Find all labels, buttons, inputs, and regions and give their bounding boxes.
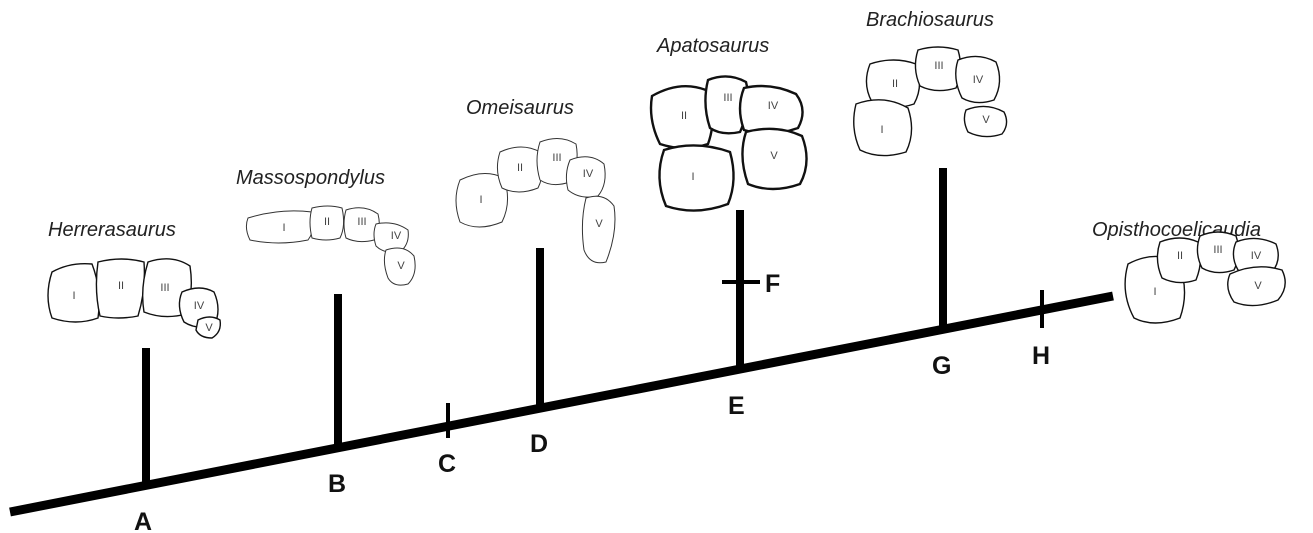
taxon-label-omeisaurus: Omeisaurus <box>466 97 574 119</box>
digit-label: I <box>880 124 883 136</box>
taxon-label-apatosaurus: Apatosaurus <box>656 35 769 57</box>
node-label-e: E <box>728 392 745 420</box>
node-label-b: B <box>328 470 346 498</box>
taxon-label-massospondylus: Massospondylus <box>236 167 385 189</box>
digit-label: II <box>118 280 124 292</box>
manus-brachiosaurus: I II III IV V <box>854 47 1007 156</box>
digit-label: I <box>1153 286 1156 298</box>
manus-massospondylus: I II III IV V <box>246 206 415 285</box>
manus-opisthocoelicaudia: I II III IV V <box>1125 232 1285 323</box>
node-label-a: A <box>134 508 152 533</box>
digit-label: V <box>770 150 778 162</box>
node-label-g: G <box>932 352 951 380</box>
node-label-f: F <box>765 270 780 298</box>
manus-omeisaurus: I II III IV V <box>456 138 615 262</box>
digit-label: II <box>681 110 687 122</box>
digit-label: V <box>982 114 990 126</box>
digit-label: III <box>357 216 366 228</box>
digit-label: V <box>205 322 213 334</box>
taxon-label-herrerasaurus: Herrerasaurus <box>48 219 176 241</box>
manus-herrerasaurus: I II III IV V <box>48 259 220 338</box>
node-label-c: C <box>438 450 456 478</box>
digit-label: V <box>595 218 603 230</box>
digit-label: III <box>160 282 169 294</box>
digit-label: II <box>517 162 523 174</box>
digit-label: I <box>691 171 694 183</box>
digit-label: II <box>324 216 330 228</box>
node-label-h: H <box>1032 342 1050 370</box>
digit-label: II <box>892 78 898 90</box>
metacarpal-i <box>659 145 733 210</box>
digit-label: III <box>552 152 561 164</box>
digit-label: III <box>934 60 943 72</box>
node-label-d: D <box>530 430 548 458</box>
taxon-label-brachiosaurus: Brachiosaurus <box>866 9 994 31</box>
digit-label: III <box>723 92 732 104</box>
digit-label: V <box>397 260 405 272</box>
digit-label: III <box>1213 244 1222 256</box>
digit-label: IV <box>1251 250 1262 262</box>
digit-label: II <box>1177 250 1183 262</box>
digit-label: IV <box>391 230 402 242</box>
digit-label: V <box>1254 280 1262 292</box>
digit-label: I <box>282 222 285 234</box>
digit-label: IV <box>194 300 205 312</box>
digit-label: I <box>479 194 482 206</box>
manus-apatosaurus: I II III IV V <box>651 76 807 210</box>
digit-label: IV <box>583 168 594 180</box>
metacarpal-i <box>246 211 313 243</box>
digit-label: IV <box>973 74 984 86</box>
cladogram-main-stem <box>10 296 1113 512</box>
digit-label: I <box>72 290 75 302</box>
digit-label: IV <box>768 100 779 112</box>
